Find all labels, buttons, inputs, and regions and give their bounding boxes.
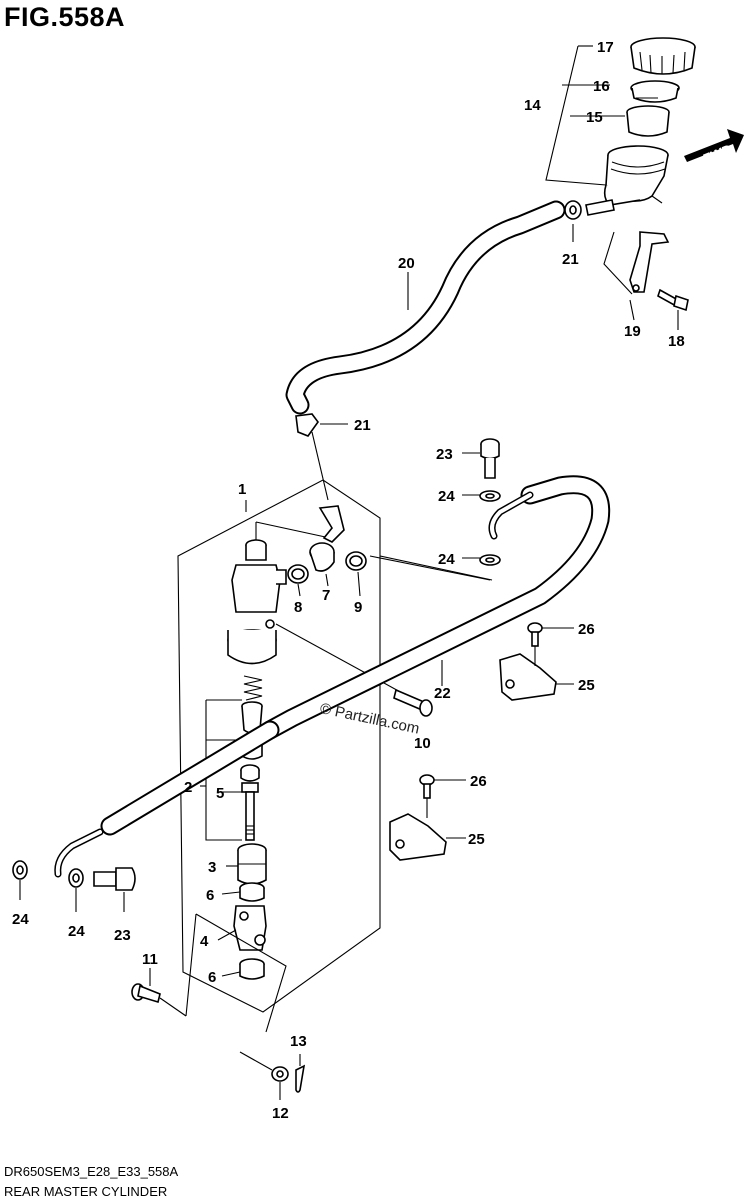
callout-20: 20 bbox=[398, 255, 415, 272]
assembly-outline bbox=[177, 479, 381, 1013]
fwd-arrow-icon: FWD bbox=[684, 129, 744, 166]
reservoir-cap[interactable] bbox=[630, 37, 696, 75]
crush-washer-upper-1[interactable] bbox=[479, 490, 501, 502]
reservoir-tank[interactable] bbox=[603, 145, 669, 206]
union-bolt-lower[interactable] bbox=[93, 867, 136, 891]
callout-26-upper: 26 bbox=[578, 621, 595, 638]
inlet-fitting[interactable] bbox=[309, 505, 345, 572]
reservoir-bracket[interactable] bbox=[629, 231, 670, 293]
figure-code: DR650SEM3_E28_E33_558A bbox=[4, 1164, 179, 1179]
bracket-bolt[interactable] bbox=[657, 288, 689, 312]
crush-washer-upper-2[interactable] bbox=[479, 554, 501, 566]
callout-5: 5 bbox=[216, 785, 224, 802]
crush-washer-lower-1[interactable] bbox=[12, 860, 28, 880]
piston[interactable] bbox=[241, 701, 263, 734]
union-bolt-upper[interactable] bbox=[480, 438, 500, 479]
hose-clamp-lower[interactable] bbox=[295, 413, 319, 437]
callout-23-lower: 23 bbox=[114, 927, 131, 944]
callout-6-lower: 6 bbox=[208, 969, 216, 986]
callout-24-lower-1: 24 bbox=[12, 911, 29, 928]
callout-11: 11 bbox=[142, 951, 158, 968]
push-rod-seal[interactable] bbox=[240, 764, 260, 782]
cotter-pin[interactable] bbox=[295, 1064, 306, 1093]
clamp-bolt-lower[interactable] bbox=[419, 774, 435, 799]
reservoir-diaphragm[interactable] bbox=[626, 105, 670, 137]
hose-clamp-bracket-lower[interactable] bbox=[389, 813, 447, 861]
callout-19: 19 bbox=[624, 323, 641, 340]
reservoir-diaphragm-plate[interactable] bbox=[630, 80, 680, 103]
figure-title: FIG.558A bbox=[4, 2, 126, 32]
washer-12[interactable] bbox=[271, 1066, 289, 1082]
callout-17: 17 bbox=[597, 39, 614, 56]
callout-16: 16 bbox=[593, 78, 610, 95]
clevis[interactable] bbox=[233, 905, 267, 951]
mounting-bolt-10[interactable] bbox=[393, 688, 433, 717]
callout-22: 22 bbox=[434, 685, 451, 702]
callout-25-lower: 25 bbox=[468, 831, 485, 848]
clamp-bolt-upper[interactable] bbox=[527, 622, 543, 647]
figure-name: REAR MASTER CYLINDER bbox=[4, 1184, 168, 1199]
reservoir-hose[interactable] bbox=[285, 200, 566, 415]
hose-fitting-top[interactable] bbox=[585, 199, 615, 216]
callout-21-upper: 21 bbox=[562, 251, 579, 268]
push-rod[interactable] bbox=[241, 782, 259, 841]
callout-23-upper: 23 bbox=[436, 446, 453, 463]
hose-clamp-upper[interactable] bbox=[564, 200, 582, 220]
callout-21-lower: 21 bbox=[354, 417, 371, 434]
callout-25-upper: 25 bbox=[578, 677, 595, 694]
brake-hose-line-lower[interactable] bbox=[54, 828, 104, 878]
callout-24-upper-2: 24 bbox=[438, 551, 455, 568]
lock-nut-upper[interactable] bbox=[239, 882, 265, 902]
callout-6-upper: 6 bbox=[206, 887, 214, 904]
fwd-label: FWD bbox=[701, 141, 734, 166]
callout-4: 4 bbox=[200, 933, 209, 950]
crush-washer-lower-2[interactable] bbox=[68, 868, 84, 888]
push-rod-boot[interactable] bbox=[237, 843, 267, 885]
hose-clamp-bracket-upper[interactable] bbox=[499, 653, 557, 701]
piston-spring[interactable] bbox=[243, 675, 263, 701]
lock-nut-lower[interactable] bbox=[239, 958, 265, 980]
mounting-bolt-11[interactable] bbox=[131, 983, 161, 1004]
callout-13: 13 bbox=[290, 1033, 307, 1050]
callout-9: 9 bbox=[354, 599, 362, 616]
callout-24-upper-1: 24 bbox=[438, 488, 455, 505]
callout-7: 7 bbox=[322, 587, 330, 604]
callout-15: 15 bbox=[586, 109, 603, 126]
callout-14: 14 bbox=[524, 97, 541, 114]
inlet-clip[interactable] bbox=[345, 551, 367, 571]
callout-2: 2 bbox=[184, 779, 192, 796]
brake-hose-line-upper[interactable] bbox=[488, 491, 534, 540]
callout-24-lower-2: 24 bbox=[68, 923, 85, 940]
callout-10: 10 bbox=[414, 735, 431, 752]
callout-8: 8 bbox=[294, 599, 302, 616]
master-cylinder-body[interactable] bbox=[227, 539, 287, 665]
callout-12: 12 bbox=[272, 1105, 289, 1122]
inlet-o-ring[interactable] bbox=[287, 564, 309, 584]
callout-26-lower: 26 bbox=[470, 773, 487, 790]
callout-1: 1 bbox=[238, 481, 246, 498]
callout-3: 3 bbox=[208, 859, 216, 876]
brake-hose[interactable] bbox=[100, 475, 611, 836]
callout-18: 18 bbox=[668, 333, 685, 350]
